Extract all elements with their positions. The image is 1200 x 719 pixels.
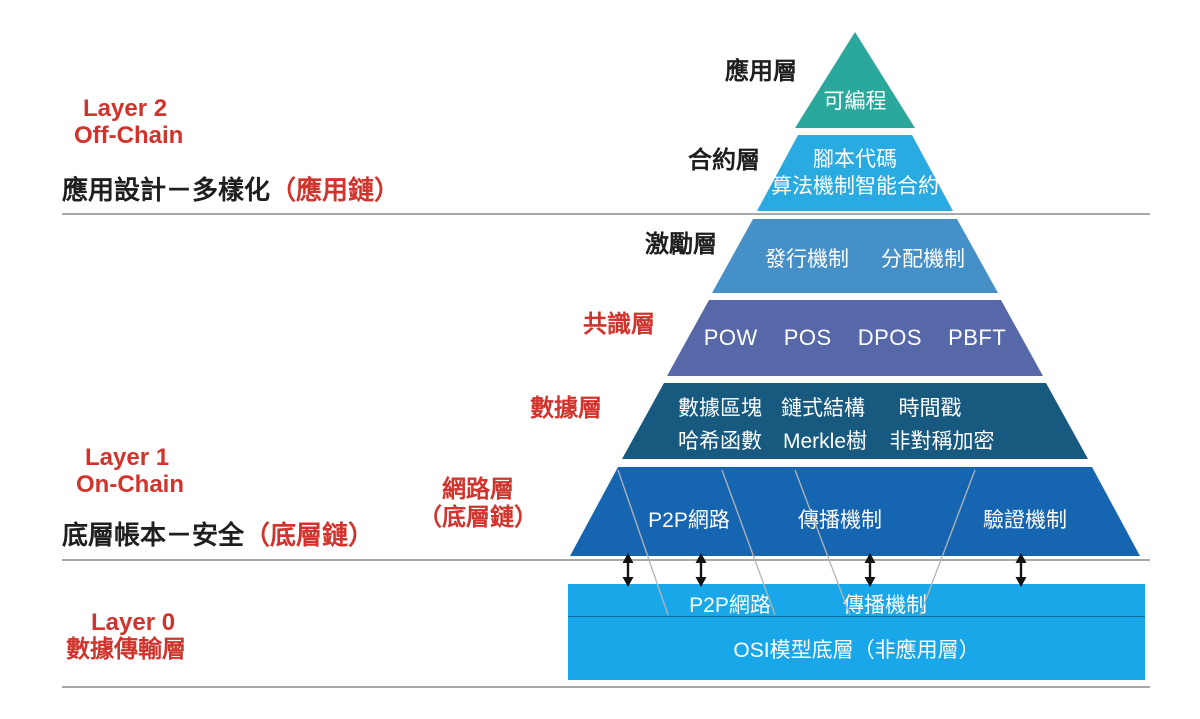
pyramid-band-consensus: POW POS DPOS PBFT: [667, 300, 1043, 376]
band-item: 鏈式結構: [781, 397, 865, 420]
layer2-description: 應用設計－多樣化（應用鏈）: [62, 170, 400, 207]
band-item: PBFT: [948, 325, 1007, 350]
band-item: 哈希函數: [678, 430, 762, 453]
band-item: POW: [703, 325, 758, 350]
layer2-desc-main: 應用設計－多樣化: [62, 175, 271, 205]
band-item: 可編程: [823, 90, 887, 113]
band-item: 傳播機制: [798, 509, 882, 532]
layer1-desc-paren: （底層鏈）: [244, 520, 375, 550]
layer1-heading: Layer 1 On-Chain: [76, 444, 184, 498]
band-item: POS: [783, 325, 832, 350]
layer2-heading: Layer 2 Off-Chain: [74, 95, 183, 149]
band-label-contract: 合約層: [688, 147, 760, 174]
layer1-desc-main: 底層帳本－安全: [62, 520, 245, 550]
band-item: Merkle樹: [782, 430, 868, 453]
band-item: 算法機制智能合約: [771, 175, 939, 198]
band-item: 發行機制: [765, 248, 849, 271]
layer1-description: 底層帳本－安全（底層鏈）: [62, 515, 374, 552]
band-item: 驗證機制: [983, 509, 1067, 532]
layer1-title-line2: On-Chain: [76, 471, 184, 498]
layer2-title-line2: Off-Chain: [74, 122, 184, 149]
pyramid-band-contract: 腳本代碼 算法機制智能合約: [757, 135, 953, 211]
band-item: 非對稱加密: [889, 430, 995, 453]
base-item: 傳播機制: [843, 594, 927, 617]
separator-layer0: [62, 686, 1150, 688]
base-divider-line: [568, 616, 1145, 617]
band-label-network-line2: （底層鏈）: [418, 504, 538, 531]
band-item: 時間戳: [898, 397, 962, 420]
layer0-base-rectangle: P2P網路 傳播機制 OSI模型底層（非應用層）: [568, 584, 1145, 680]
separator-layer2: [62, 213, 1150, 215]
pyramid-band-application: 可編程: [795, 32, 915, 128]
band-item: 腳本代碼: [813, 148, 897, 171]
layer1-title-line1: Layer 1: [85, 444, 170, 471]
band-item: 數據區塊: [678, 397, 762, 420]
layer2-desc-paren: （應用鏈）: [270, 175, 401, 205]
pyramid-band-incentive: 發行機制 分配機制: [712, 219, 998, 293]
band-label-data: 數據層: [530, 395, 602, 422]
band-label-network-line1: 網路層: [442, 476, 514, 503]
band-label-application: 應用層: [725, 58, 797, 85]
layer0-title-line1: Layer 0: [91, 609, 176, 636]
base-caption: OSI模型底層（非應用層）: [733, 638, 980, 662]
layer2-title-line1: Layer 2: [83, 95, 168, 122]
separator-layer1: [62, 559, 1150, 561]
band-label-network: 網路層 （底層鏈）: [418, 476, 538, 532]
band-item: P2P網路: [648, 509, 730, 532]
layer0-heading: Layer 0 數據傳輸層: [66, 609, 186, 663]
pyramid-band-data: 數據區塊 鏈式結構 時間戳 哈希函數 Merkle樹 非對稱加密: [622, 383, 1088, 459]
band-label-consensus: 共識層: [583, 311, 655, 338]
base-item: P2P網路: [689, 594, 771, 617]
band-item: 分配機制: [881, 248, 965, 271]
layer0-title-line2: 數據傳輸層: [66, 636, 186, 663]
band-label-incentive: 激勵層: [645, 231, 717, 258]
pyramid-band-network: P2P網路 傳播機制 驗證機制: [570, 467, 1140, 556]
band-item: DPOS: [857, 325, 923, 350]
